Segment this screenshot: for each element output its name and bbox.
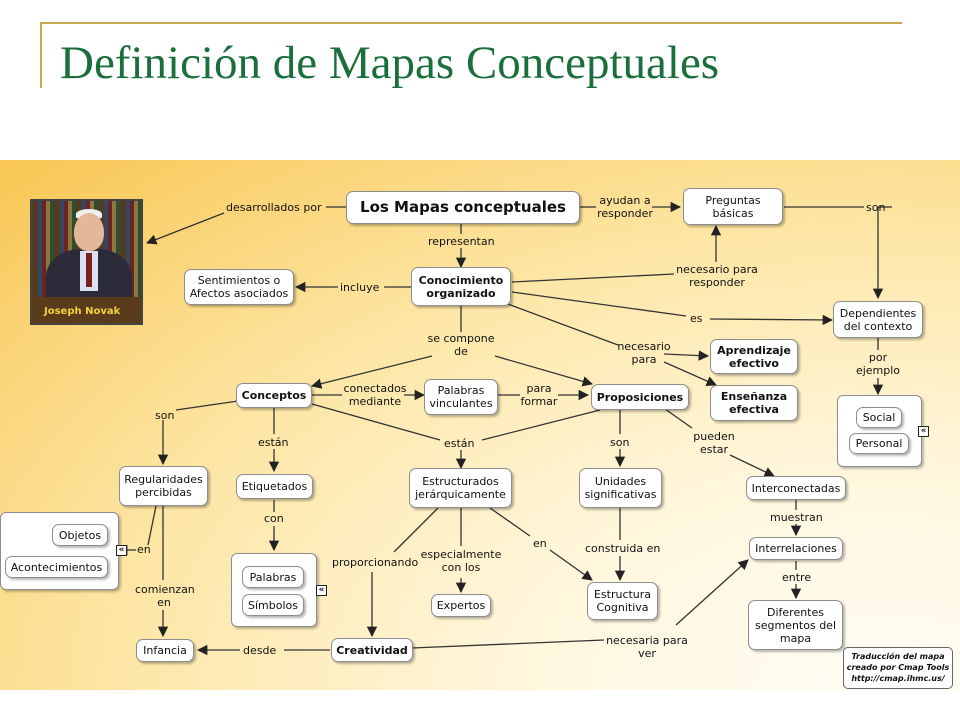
node-objetos[interactable]: Objetos [52, 524, 108, 546]
node-palabras-vinculantes[interactable]: Palabras vinculantes [424, 379, 498, 415]
link-label-entre: entre [782, 571, 812, 584]
link-label-en-mid: en [533, 537, 547, 550]
link-label-muestran: muestran [770, 511, 823, 524]
node-interconectadas[interactable]: Interconectadas [746, 476, 846, 500]
link-label-comienzan: comienzan en [135, 583, 195, 609]
credit-line: Traducción del mapa [851, 652, 945, 661]
link-label-ayudan: ayudan a responder [597, 194, 653, 220]
link-label-necesaria-ver: necesaria para ver [606, 634, 688, 660]
credit-link[interactable]: http://cmap.ihmc.us/ [851, 674, 945, 683]
link-label-son-left: son [155, 409, 175, 422]
group-contexto-ejemplos [837, 395, 922, 467]
link-label-proporcionando: proporcionando [332, 556, 419, 569]
link-label-estan-2: están [444, 437, 475, 450]
photo-caption: Joseph Novak [44, 306, 121, 317]
link-label-conectados: conectados mediante [343, 382, 407, 408]
node-estructurados-jerarquicamente[interactable]: Estructurados jerárquicamente [409, 468, 512, 508]
link-label-con: con [264, 512, 284, 525]
link-label-desde: desde [243, 644, 277, 657]
node-conocimiento-organizado[interactable]: Conocimiento organizado [411, 267, 511, 306]
node-estructura-cognitiva[interactable]: Estructura Cognitiva [587, 582, 658, 620]
node-etiquetados[interactable]: Etiquetados [236, 474, 313, 499]
expand-toggle-icon[interactable]: « [918, 426, 929, 437]
node-sentimientos[interactable]: Sentimientos o Afectos asociados [184, 269, 294, 305]
link-label-es: es [690, 312, 703, 325]
link-label-en-left: en [137, 543, 151, 556]
node-ensenanza-efectiva[interactable]: Enseñanza efectiva [710, 385, 798, 421]
link-label-para-formar: para formar [520, 382, 558, 408]
node-proposiciones[interactable]: Proposiciones [591, 384, 689, 410]
link-label-estan-1: están [258, 436, 289, 449]
node-palabras[interactable]: Palabras [242, 566, 304, 588]
node-personal[interactable]: Personal [849, 433, 909, 454]
link-label-representan: representan [428, 235, 495, 248]
node-conceptos[interactable]: Conceptos [236, 383, 312, 408]
expand-toggle-icon[interactable]: « [116, 545, 127, 556]
link-label-necesario-para: necesario para [617, 340, 671, 366]
node-dependientes-contexto[interactable]: Dependientes del contexto [833, 301, 923, 338]
joseph-novak-photo: Joseph Novak [30, 199, 143, 325]
slide-frame-top [40, 22, 902, 24]
node-mapas-conceptuales[interactable]: Los Mapas conceptuales [346, 191, 580, 224]
link-label-son-top: son [866, 201, 886, 214]
expand-toggle-icon[interactable]: « [316, 585, 327, 596]
node-preguntas-basicas[interactable]: Preguntas básicas [683, 188, 783, 225]
node-simbolos[interactable]: Símbolos [242, 594, 304, 616]
node-creatividad[interactable]: Creatividad [331, 638, 413, 662]
node-acontecimientos[interactable]: Acontecimientos [5, 556, 108, 578]
link-label-son-mid: son [610, 436, 630, 449]
link-label-incluye: incluye [340, 281, 380, 294]
slide-title: Definición de Mapas Conceptuales [60, 37, 720, 89]
node-diferentes-segmentos[interactable]: Diferentes segmentos del mapa [748, 600, 843, 650]
node-unidades-significativas[interactable]: Unidades significativas [579, 468, 662, 508]
node-infancia[interactable]: Infancia [136, 639, 194, 662]
link-label-desarrollados: desarrollados por [226, 201, 322, 214]
link-label-construida: construida en [585, 542, 661, 555]
link-label-especialmente: especialmente con los [420, 548, 502, 574]
cmap-credit-box: Traducción del mapa creado por Cmap Tool… [843, 647, 953, 689]
node-aprendizaje-efectivo[interactable]: Aprendizaje efectivo [710, 339, 798, 374]
node-regularidades-percibidas[interactable]: Regularidades percibidas [119, 466, 208, 506]
link-label-se-compone: se compone de [427, 332, 495, 358]
node-expertos[interactable]: Expertos [431, 594, 491, 617]
node-interrelaciones[interactable]: Interrelaciones [749, 537, 843, 560]
slide-frame-left [40, 22, 42, 88]
link-label-pueden-estar: pueden estar [693, 430, 735, 456]
link-label-por-ejemplo: por ejemplo [855, 351, 901, 377]
link-label-necesario-responder: necesario para responder [676, 263, 758, 289]
credit-line: creado por Cmap Tools [846, 663, 950, 672]
node-social[interactable]: Social [856, 407, 902, 428]
